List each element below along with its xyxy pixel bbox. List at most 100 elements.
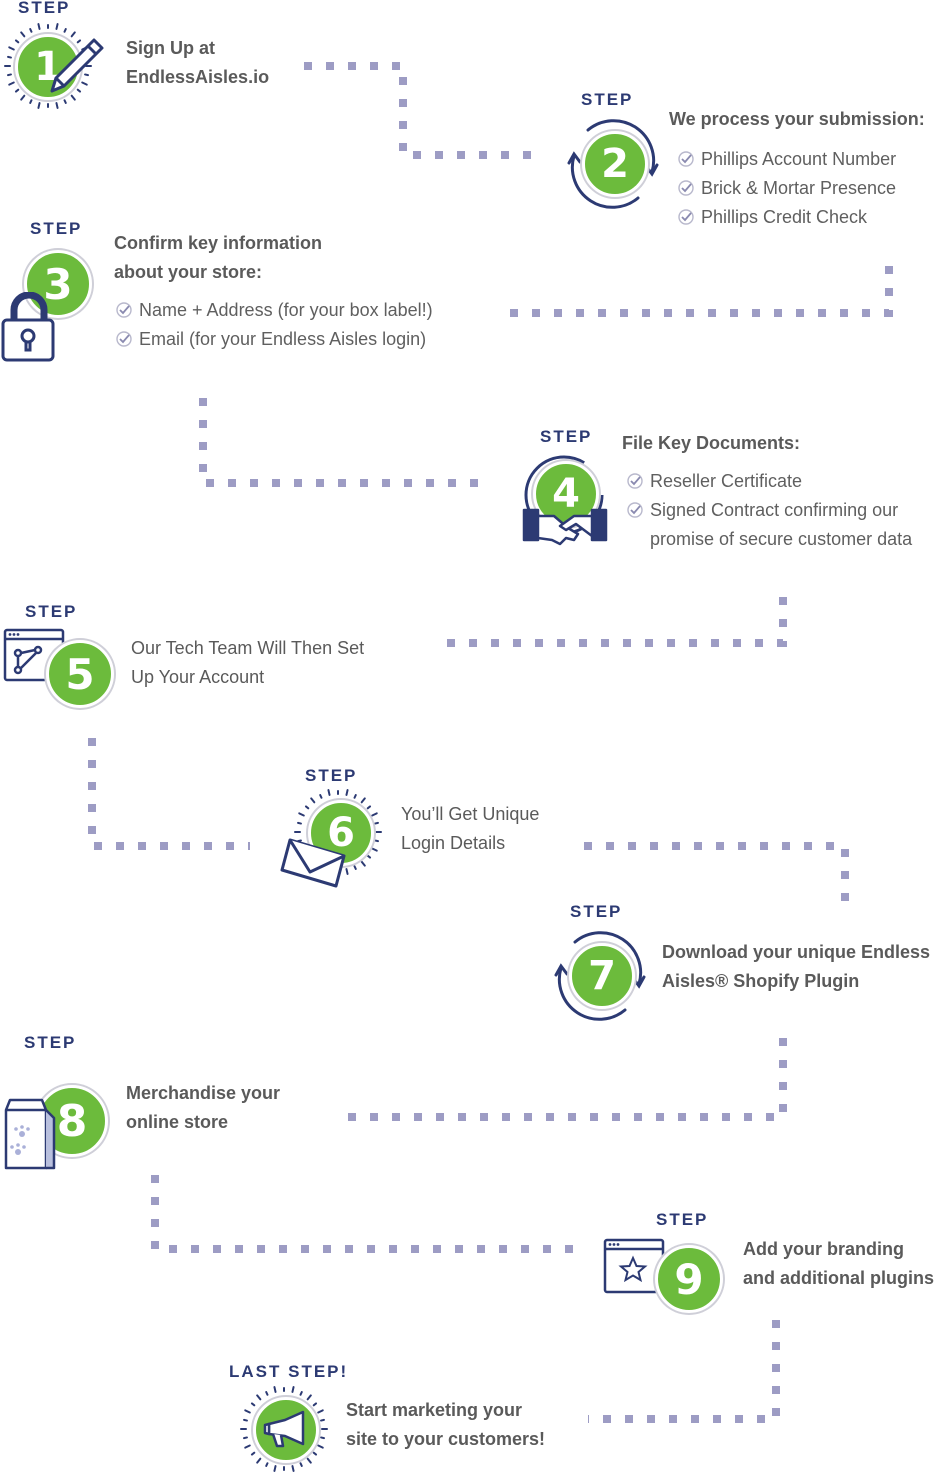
last-step-label: LAST STEP! bbox=[229, 1362, 349, 1381]
step-6-title-line: Login Details bbox=[401, 833, 506, 853]
sunburst-ray bbox=[371, 812, 378, 817]
sunburst-ray bbox=[29, 99, 33, 104]
step-3-title-line: Confirm key information bbox=[114, 233, 323, 253]
connector-4-5 bbox=[436, 597, 787, 647]
sunburst-ray bbox=[81, 81, 88, 86]
sunburst-ray bbox=[298, 812, 305, 817]
step-9-title-line: and additional plugins bbox=[743, 1268, 934, 1288]
step-1-title-line: Sign Up at bbox=[126, 38, 215, 58]
sunburst-icon bbox=[4, 23, 92, 109]
sunburst-ray bbox=[306, 1394, 312, 1401]
sunburst-ray bbox=[304, 805, 310, 810]
list-item: Signed Contract confirming our bbox=[627, 496, 912, 525]
sunburst-ray bbox=[63, 28, 67, 33]
step-7-number: 7 bbox=[588, 953, 616, 999]
sunburst-ray bbox=[265, 1462, 269, 1467]
sunburst-ray bbox=[7, 55, 12, 59]
last-step-title-line: site to your customers! bbox=[346, 1429, 546, 1449]
sunburst-ray bbox=[360, 797, 366, 804]
list-item: Phillips Credit Check bbox=[678, 203, 896, 232]
connector-6-7 bbox=[584, 842, 849, 915]
sunburst-ray bbox=[37, 23, 41, 30]
list-item: Email (for your Endless Aisles login) bbox=[116, 325, 433, 354]
step-7-title-line: Download your unique Endless bbox=[662, 942, 931, 962]
sunburst-ray bbox=[76, 39, 82, 44]
step-2-title: We process your submission: bbox=[669, 105, 925, 134]
step-7-title-line: Aisles® Shopify Plugin bbox=[662, 971, 860, 991]
checklist-text: Signed Contract confirming our bbox=[650, 500, 899, 520]
sunburst-ray bbox=[20, 94, 26, 101]
sunburst-ray bbox=[366, 805, 372, 810]
sunburst-ray bbox=[7, 73, 12, 77]
list-item: Phillips Account Number bbox=[678, 145, 896, 174]
last-step-title: Start marketing your site to your custom… bbox=[346, 1396, 545, 1454]
step-3-number: 3 bbox=[43, 259, 73, 309]
sunburst-ray bbox=[297, 821, 302, 825]
step-4-title: File Key Documents: bbox=[622, 429, 800, 458]
last-step-title-line: Start marketing your bbox=[346, 1400, 523, 1420]
sunburst-ray bbox=[250, 1451, 256, 1456]
sunburst-ray bbox=[55, 23, 59, 30]
connector-2-3 bbox=[500, 266, 893, 317]
sunburst-ray bbox=[244, 1409, 251, 1414]
connector-8-9 bbox=[151, 1175, 583, 1253]
sunburst-ray bbox=[63, 99, 67, 104]
step-2-label: STEP bbox=[581, 90, 634, 109]
step-5-title: Our Tech Team Will Then Set Up Your Acco… bbox=[131, 634, 364, 692]
sunburst-ray bbox=[273, 1386, 277, 1393]
sunburst-ray bbox=[306, 1457, 312, 1464]
sunburst-ray bbox=[371, 847, 378, 852]
check-icon bbox=[627, 502, 643, 518]
step-3-title-line: about your store: bbox=[114, 262, 263, 282]
sunburst-ray bbox=[353, 865, 357, 870]
step-3-label: STEP bbox=[30, 219, 83, 238]
list-item: Reseller Certificate bbox=[627, 467, 912, 496]
step-6-title-line: You’ll Get Unique bbox=[401, 804, 540, 824]
step-2-badge: 2 bbox=[582, 131, 648, 197]
sunburst-ray bbox=[273, 1465, 277, 1472]
sunburst-ray bbox=[299, 1391, 303, 1396]
sunburst-icon bbox=[240, 1386, 328, 1472]
product-bag-icon bbox=[4, 1098, 56, 1170]
sunburst-ray bbox=[256, 1394, 262, 1401]
padlock-icon bbox=[1, 292, 55, 362]
step-1-label: STEP bbox=[18, 0, 71, 17]
sunburst-ray bbox=[320, 1418, 325, 1422]
checklist-text: Reseller Certificate bbox=[650, 471, 803, 491]
list-item: Brick & Mortar Presence bbox=[678, 174, 896, 203]
checklist-text: Name + Address (for your box label!) bbox=[139, 300, 433, 320]
step-2-checklist: Phillips Account Number Brick & Mortar P… bbox=[678, 145, 896, 232]
step-8-label: STEP bbox=[24, 1033, 77, 1052]
sunburst-ray bbox=[20, 31, 26, 38]
check-icon bbox=[678, 151, 694, 167]
step-4-number: 4 bbox=[552, 471, 580, 517]
step-6-number: 6 bbox=[327, 810, 355, 856]
checklist-text: Brick & Mortar Presence bbox=[701, 178, 897, 198]
sunburst-ray bbox=[345, 789, 349, 796]
step-4-title-line: File Key Documents: bbox=[622, 433, 801, 453]
step-3-title: Confirm key information about your store… bbox=[114, 229, 322, 287]
sunburst-ray bbox=[312, 1451, 318, 1456]
connector-9-last bbox=[588, 1320, 780, 1423]
sunburst-ray bbox=[55, 102, 59, 109]
sunburst-ray bbox=[317, 1409, 324, 1414]
sunburst-ray bbox=[76, 88, 82, 93]
list-item: Name + Address (for your box label!) bbox=[116, 296, 433, 325]
check-spacer bbox=[627, 531, 643, 547]
sunburst-ray bbox=[256, 1457, 262, 1464]
sunburst-ray bbox=[70, 94, 76, 101]
check-icon bbox=[116, 331, 132, 347]
step-4-checklist: Reseller Certificate Signed Contract con… bbox=[627, 467, 912, 554]
connector-5-6 bbox=[88, 738, 250, 850]
sunburst-ray bbox=[291, 1465, 295, 1472]
sunburst-ray bbox=[243, 1418, 248, 1422]
sunburst-ray bbox=[250, 1402, 256, 1407]
step-7-badge: 7 bbox=[569, 943, 635, 1009]
step-8-title-line: Merchandise your bbox=[126, 1083, 281, 1103]
checklist-text: Phillips Account Number bbox=[701, 149, 897, 169]
checklist-text: Phillips Credit Check bbox=[701, 207, 868, 227]
step-5-number: 5 bbox=[65, 649, 95, 699]
sunburst-ray bbox=[244, 1444, 251, 1449]
checklist-text: promise of secure customer data bbox=[650, 529, 913, 549]
sunburst-ray bbox=[299, 1462, 303, 1467]
